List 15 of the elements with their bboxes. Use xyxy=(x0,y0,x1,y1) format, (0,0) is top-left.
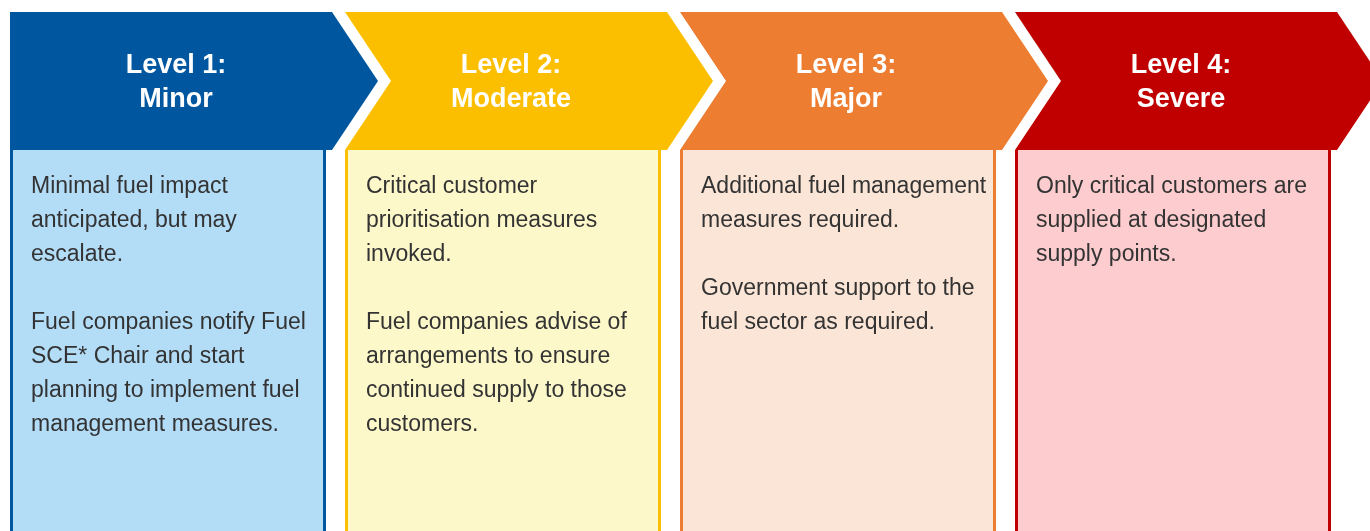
level-heading: Level 4: Severe xyxy=(1129,48,1233,115)
level-heading: Level 3: Major xyxy=(794,48,898,115)
description-panel xyxy=(10,150,326,531)
description-panel xyxy=(680,150,996,531)
description-text: Only critical customers are supplied at designated supply points. xyxy=(1036,171,1308,268)
description-text: Fuel companies advise of arrangements to ensure continued supply to those customers. xyxy=(366,307,628,438)
description-panel xyxy=(1015,150,1331,531)
level-heading: Level 2: Moderate xyxy=(450,48,572,115)
description-text: Minimal fuel impact anticipated, but may escalate. xyxy=(31,171,238,268)
level-heading: Level 1: Minor xyxy=(124,48,228,115)
description-text: Fuel companies notify Fuel SCE* Chair and start planning to implement fuel management measures. xyxy=(31,307,307,438)
description-panel xyxy=(345,150,661,531)
description-text: Critical customer prioritisation measures invoked. xyxy=(366,171,599,268)
description-text: Additional fuel management measures required. xyxy=(701,171,987,234)
description-text: Government support to the fuel sector as required. xyxy=(701,273,976,336)
